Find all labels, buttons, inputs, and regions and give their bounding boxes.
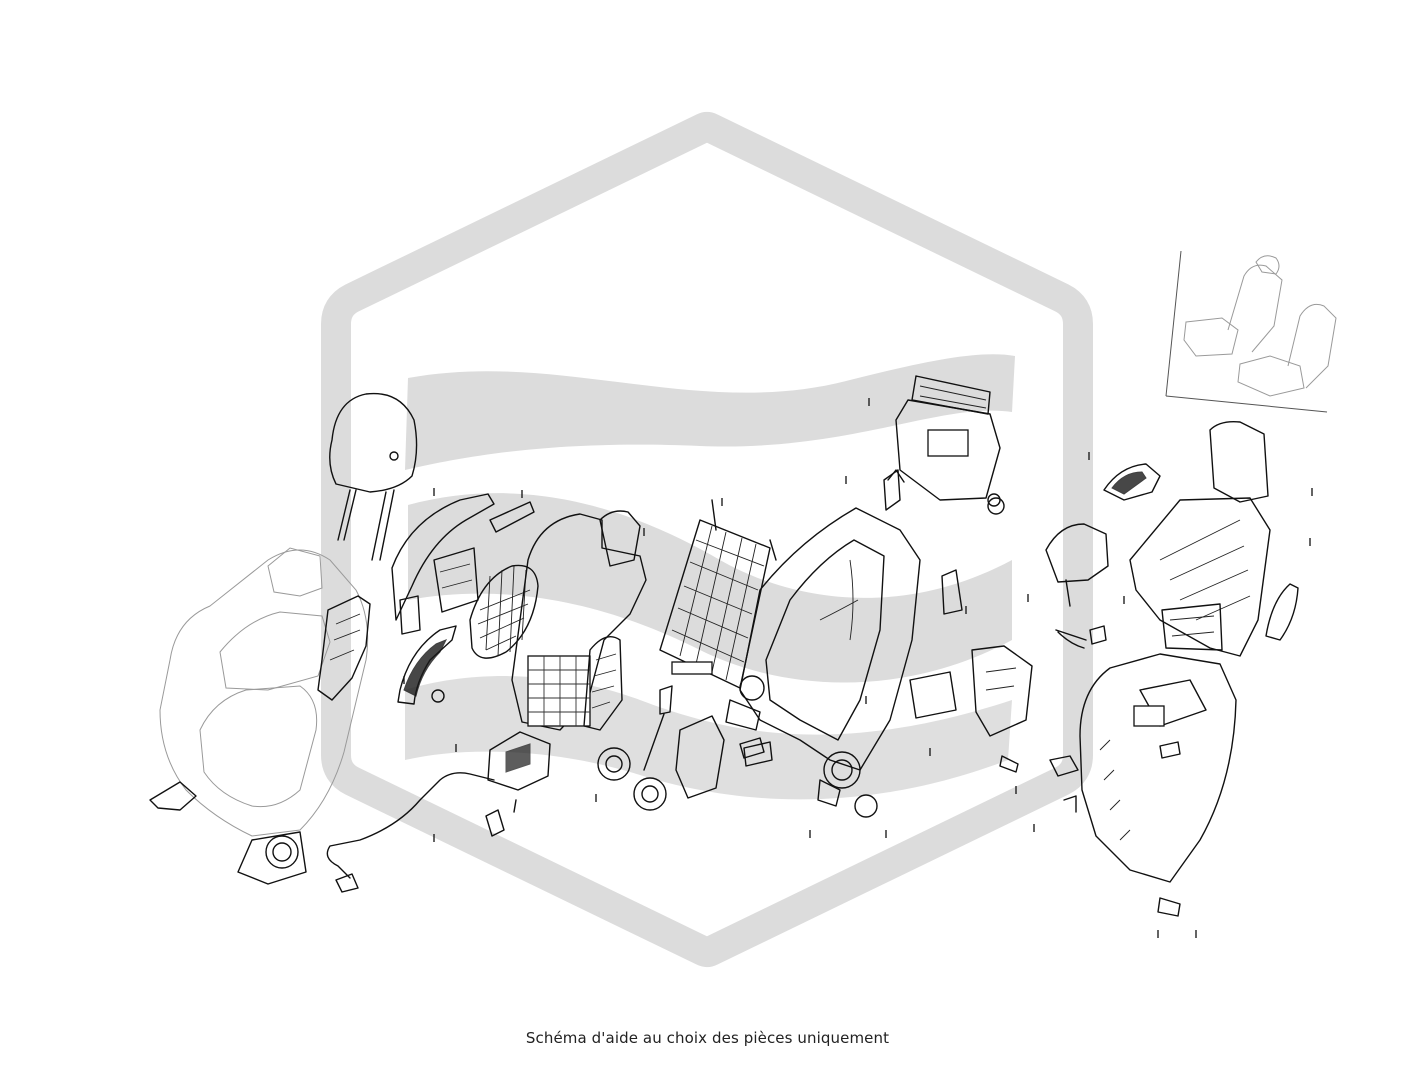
inset-passenger-seat — [1237, 303, 1337, 397]
backrest-frame — [725, 507, 921, 807]
inset-driver-seat — [1183, 255, 1283, 357]
upper-trim-bracket — [1103, 463, 1161, 501]
seat-control-module — [883, 375, 1001, 511]
bolster-insert — [397, 625, 457, 705]
mounting-brackets — [675, 569, 1033, 799]
ventilation-module — [485, 731, 551, 837]
wiring-harness — [326, 772, 495, 893]
seat-backrest-assembly — [149, 547, 371, 885]
lumbar-actuator — [597, 685, 673, 811]
fan-grid — [527, 655, 591, 727]
upper-rear-housing — [1129, 420, 1271, 657]
lumbar-mesh-support — [469, 501, 539, 659]
backrest-rear-panel — [1049, 653, 1237, 883]
airbag-module — [1045, 523, 1109, 649]
headrest — [329, 392, 418, 561]
seat-location-inset — [1165, 250, 1337, 413]
watermark-logo — [321, 112, 1093, 967]
diagram-caption: Schéma d'aide au choix des pièces unique… — [525, 1029, 890, 1047]
fasteners — [739, 469, 1181, 917]
oval-cover — [1265, 583, 1299, 641]
backrest-cushion-mat — [511, 510, 647, 731]
reference-ticks — [403, 398, 1313, 938]
